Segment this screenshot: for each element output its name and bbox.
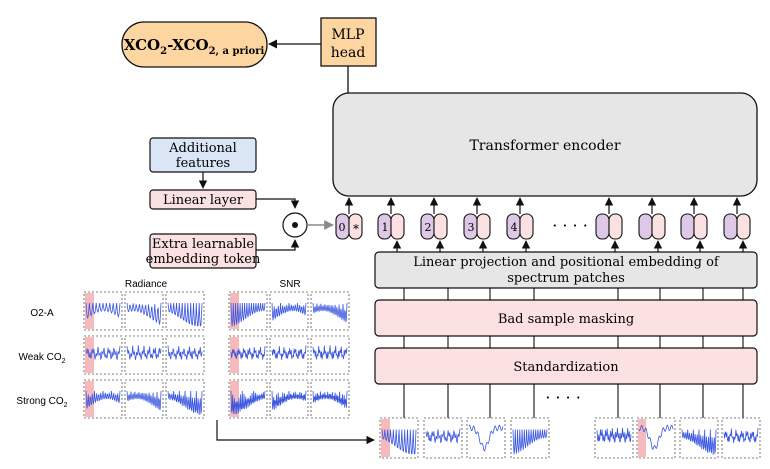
linear-projection-label-2: spectrum patches xyxy=(507,271,625,286)
projection-to-token-arrows xyxy=(392,240,748,252)
token-cls: 0 * xyxy=(335,213,363,240)
token-ellipsis: · · · · xyxy=(552,216,588,235)
radiance-thumb xyxy=(83,291,123,331)
extra-token-box: Extra learnable embedding token xyxy=(146,233,261,269)
radiance-thumb xyxy=(124,379,164,419)
spectrum-patch xyxy=(510,417,550,459)
bad-sample-masking-label: Bad sample masking xyxy=(498,312,634,327)
radiance-thumb xyxy=(165,335,205,375)
token-1-index: 1 xyxy=(382,221,389,234)
spectrum-patch xyxy=(721,417,761,459)
token-n3 xyxy=(595,213,623,240)
linear-to-product-arrow xyxy=(256,198,300,209)
radiance-thumb xyxy=(124,291,164,331)
token-to-product-arrow xyxy=(256,239,300,251)
token-cls-star: * xyxy=(353,222,359,236)
spectrum-patches xyxy=(379,417,761,459)
linear-layer-label: Linear layer xyxy=(163,193,244,208)
radiance-heading: Radiance xyxy=(125,279,168,290)
additional-features-label-2: features xyxy=(176,156,230,171)
radiance-thumb xyxy=(165,291,205,331)
snr-heading: SNR xyxy=(279,279,300,290)
radiance-thumb xyxy=(165,379,205,419)
spectrum-patch xyxy=(466,417,506,459)
token-4: 4 xyxy=(506,213,534,240)
radiance-thumb xyxy=(83,379,123,419)
spectrum-patch xyxy=(423,417,463,459)
snr-thumb xyxy=(269,335,309,375)
patch-ellipsis: · · · · xyxy=(545,388,581,407)
radiance-thumb xyxy=(124,335,164,375)
token-3-index: 3 xyxy=(468,221,475,234)
output-box: XCO2-XCO2, a priori xyxy=(121,21,268,68)
spectrum-patch xyxy=(379,417,419,459)
snr-thumb xyxy=(228,379,268,419)
mlp-head-label-2: head xyxy=(331,45,366,61)
row-label-strong-co2: Strong CO2 xyxy=(16,396,67,409)
row-label-weak-co2: Weak CO2 xyxy=(18,352,65,365)
elementwise-product-node xyxy=(282,212,308,238)
extra-token-label-1: Extra learnable xyxy=(152,237,255,252)
token-cls-index: 0 xyxy=(339,221,346,234)
mlp-head-box: MLP head xyxy=(320,17,377,67)
transformer-encoder-label: Transformer encoder xyxy=(469,138,620,154)
standardization-label: Standardization xyxy=(513,360,619,375)
linear-projection-label-1: Linear projection and positional embeddi… xyxy=(413,255,720,270)
mlp-head-label-1: MLP xyxy=(331,27,364,43)
token-4-index: 4 xyxy=(511,221,518,234)
snr-thumb xyxy=(269,379,309,419)
spectrum-patch xyxy=(636,417,676,459)
transformer-encoder-box: Transformer encoder xyxy=(332,92,758,197)
standardization-box: Standardization xyxy=(374,347,758,385)
snr-thumb xyxy=(269,291,309,331)
radiance-thumb xyxy=(83,335,123,375)
snr-thumb xyxy=(310,335,350,375)
token-2-index: 2 xyxy=(425,221,432,234)
row-label-o2a: O2-A xyxy=(30,308,54,319)
extra-token-label-2: embedding token xyxy=(146,252,261,267)
additional-features-box: Additional features xyxy=(149,137,257,173)
linear-layer-box: Linear layer xyxy=(149,189,257,210)
token-n2 xyxy=(638,213,666,240)
token-3: 3 xyxy=(463,213,491,240)
token-to-encoder-arrows xyxy=(344,197,742,214)
snr-thumb xyxy=(310,379,350,419)
spectrum-patch xyxy=(594,417,634,459)
token-2: 2 xyxy=(420,213,448,240)
additional-features-label-1: Additional xyxy=(168,141,237,156)
snr-thumb xyxy=(228,335,268,375)
token-n xyxy=(723,213,751,240)
grid-to-patches-arrow xyxy=(216,420,375,445)
linear-projection-box: Linear projection and positional embeddi… xyxy=(374,251,758,289)
bad-sample-masking-box: Bad sample masking xyxy=(374,299,758,337)
token-1: 1 xyxy=(377,213,405,240)
spectrum-patch xyxy=(679,417,719,459)
output-label: XCO2-XCO2, a priori xyxy=(124,36,265,57)
snr-thumb xyxy=(310,291,350,331)
spectra-grid xyxy=(83,291,350,419)
snr-thumb xyxy=(228,291,268,331)
token-n1 xyxy=(680,213,708,240)
